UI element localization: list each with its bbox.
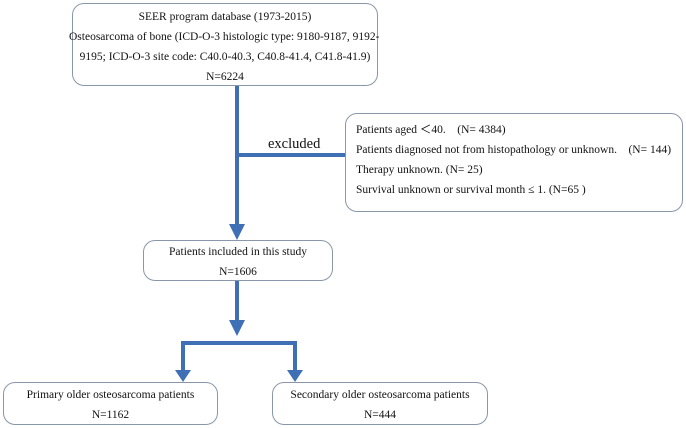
- exclusion-item: Patients aged ＜40. (N= 4384): [356, 124, 506, 136]
- arrowhead-left: [175, 370, 191, 382]
- primary-count: N=1162: [91, 409, 130, 421]
- primary-box: Primary older osteosarcoma patients N=11…: [3, 382, 218, 425]
- excluded-label: excluded: [268, 136, 321, 152]
- source-count: N=6224: [206, 71, 244, 83]
- secondary-box: Secondary older osteosarcoma patients N=…: [272, 382, 488, 425]
- exclusion-item: Survival unknown or survival month ≤ 1. …: [356, 184, 586, 196]
- source-line: 9195; ICD-O-3 site code: C40.0-40.3, C40…: [79, 51, 371, 63]
- source-box: SEER program database (1973-2015) Osteos…: [69, 3, 380, 86]
- exclusion-box: Patients aged ＜40. (N= 4384) Patients di…: [345, 113, 683, 212]
- exclusion-item: Patients diagnosed not from histopatholo…: [356, 144, 672, 156]
- included-count: N=1606: [219, 266, 257, 278]
- secondary-count: N=444: [363, 409, 397, 421]
- primary-title: Primary older osteosarcoma patients: [26, 389, 195, 401]
- included-title: Patients included in this study: [169, 246, 307, 258]
- secondary-title: Secondary older osteosarcoma patients: [290, 389, 470, 401]
- included-box: Patients included in this study N=1606: [143, 240, 333, 281]
- source-line: Osteosarcoma of bone (ICD-O-3 histologic…: [69, 31, 380, 43]
- source-title: SEER program database (1973-2015): [138, 11, 312, 23]
- arrowhead-right: [287, 370, 303, 382]
- split-branch: [181, 341, 297, 378]
- exclusion-item: Therapy unknown. (N= 25): [356, 164, 483, 176]
